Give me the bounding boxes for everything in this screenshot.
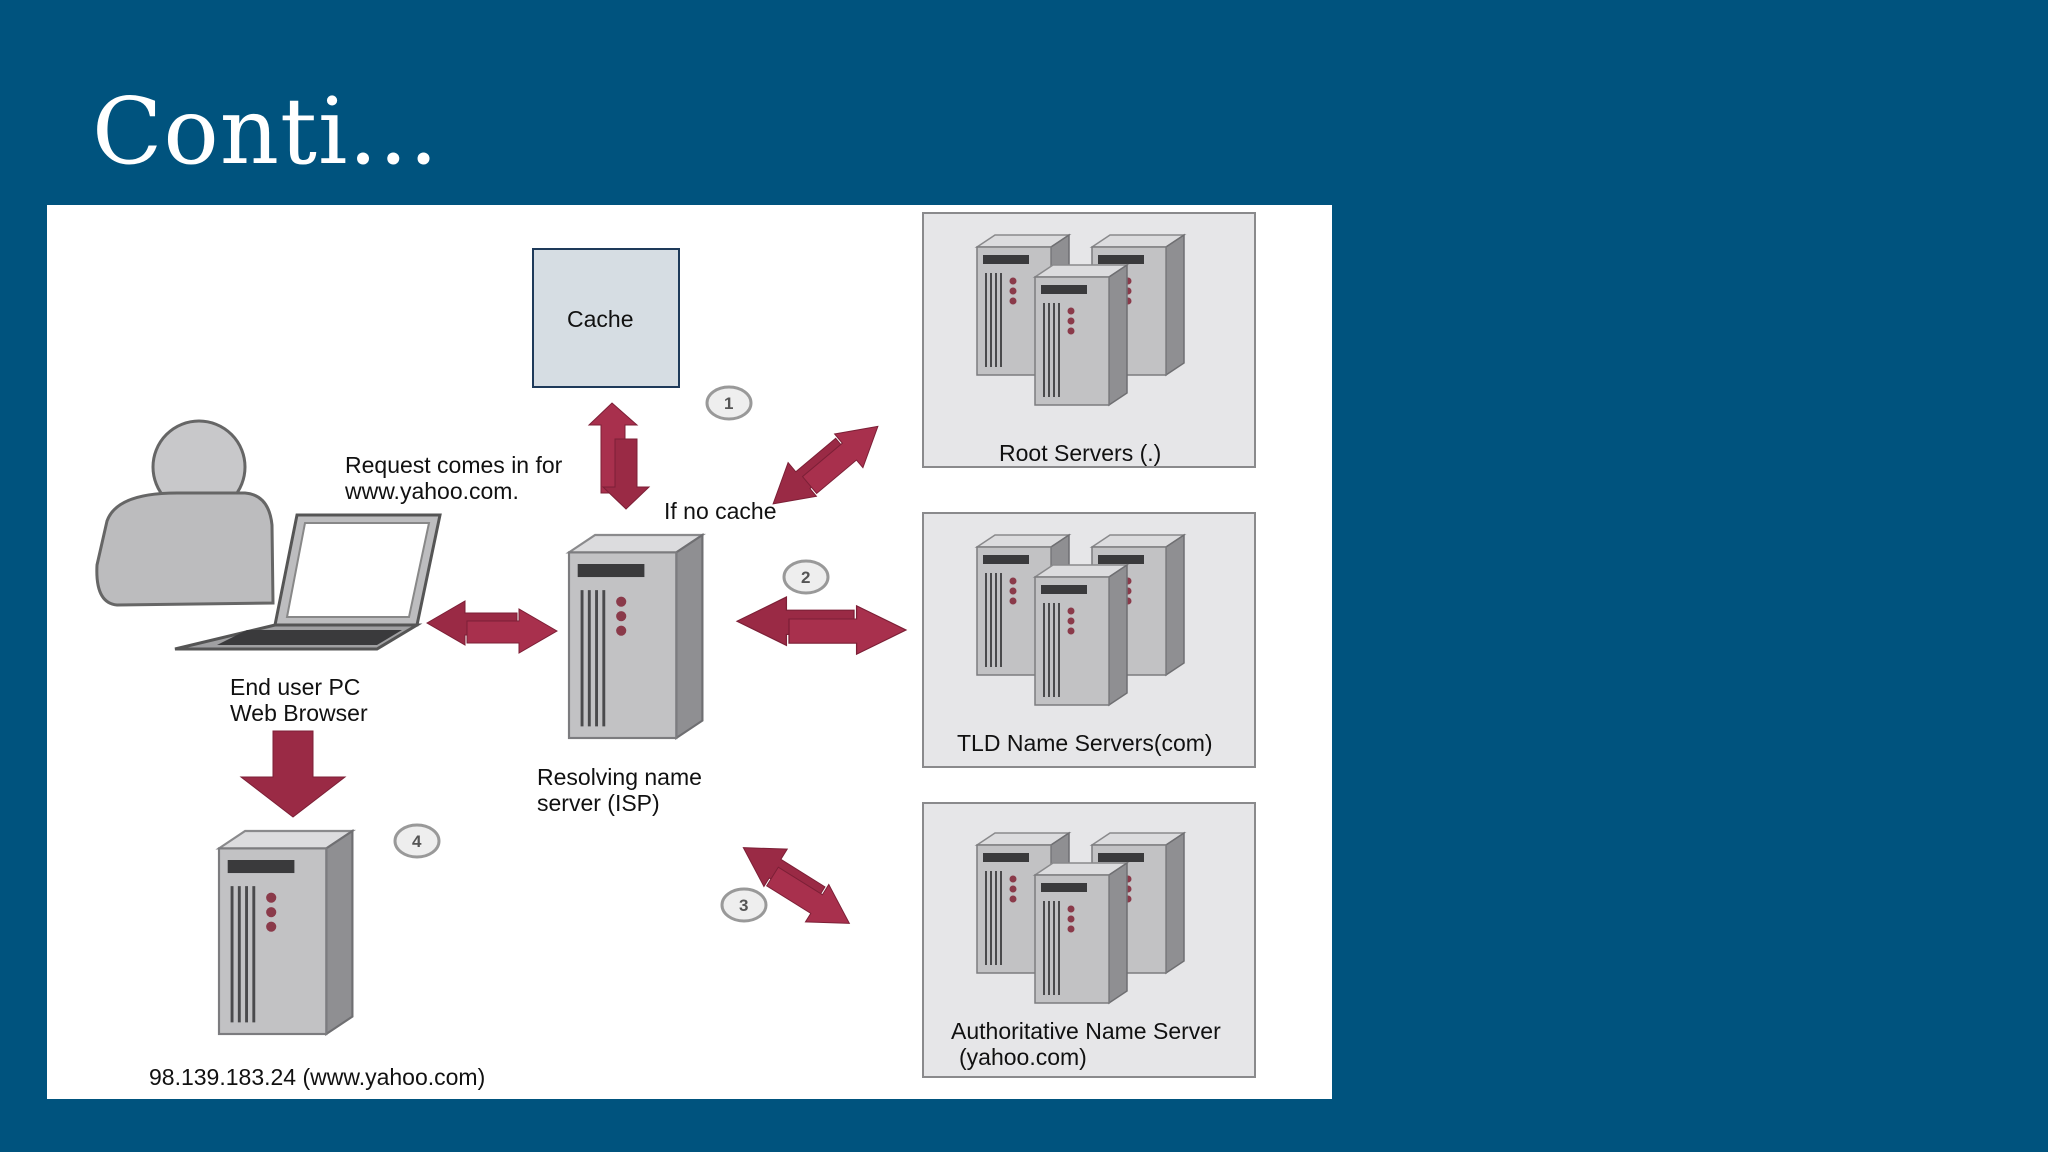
resolver-server-icon <box>567 533 704 740</box>
end-user-icon <box>95 419 442 651</box>
resolver-label-line1: Resolving name <box>537 764 702 790</box>
user-webserver-arrow <box>239 730 347 818</box>
resolver-label-line2: server (ISP) <box>537 790 660 816</box>
svg-text:4: 4 <box>412 832 422 851</box>
slide-title: Conti... <box>92 78 440 185</box>
step-badge-4: 4 <box>393 823 441 859</box>
user-resolver-arrow <box>426 600 558 654</box>
laptop-icon <box>174 513 442 651</box>
tld-servers-label: TLD Name Servers(com) <box>957 730 1213 756</box>
resolver-tld-arrow <box>736 596 907 655</box>
web-server-ip-label: 98.139.183.24 (www.yahoo.com) <box>149 1064 485 1090</box>
tld-servers-box: TLD Name Servers(com) <box>922 512 1256 768</box>
dns-diagram: Cache Request comes in for www.yahoo.com… <box>95 212 1256 1090</box>
svg-text:1: 1 <box>724 394 733 413</box>
step-badge-3: 3 <box>720 887 768 923</box>
end-user-label-line2: Web Browser <box>230 700 368 726</box>
request-label-line2: www.yahoo.com. <box>344 478 519 504</box>
svg-text:2: 2 <box>801 568 810 587</box>
step-badge-1: 1 <box>705 385 753 421</box>
request-label-line1: Request comes in for <box>345 452 563 478</box>
resolver-auth-arrow <box>726 828 866 943</box>
root-servers-label: Root Servers (.) <box>999 440 1161 466</box>
web-server-icon <box>217 829 354 1036</box>
resolver-root-arrow <box>758 402 893 528</box>
cache-arrow <box>587 402 651 510</box>
step-badge-2: 2 <box>782 559 830 595</box>
auth-servers-label-line2: (yahoo.com) <box>959 1044 1087 1070</box>
auth-servers-box: Authoritative Name Server (yahoo.com) <box>922 802 1256 1078</box>
auth-servers-label-line1: Authoritative Name Server <box>951 1018 1221 1044</box>
cache-label: Cache <box>567 306 633 332</box>
dns-diagram-panel: Cache Request comes in for www.yahoo.com… <box>47 205 1332 1099</box>
root-servers-box: Root Servers (.) <box>922 212 1256 468</box>
svg-text:3: 3 <box>739 896 748 915</box>
end-user-label-line1: End user PC <box>230 674 360 700</box>
cache-box: Cache <box>532 248 680 388</box>
if-no-cache-label: If no cache <box>664 498 777 524</box>
